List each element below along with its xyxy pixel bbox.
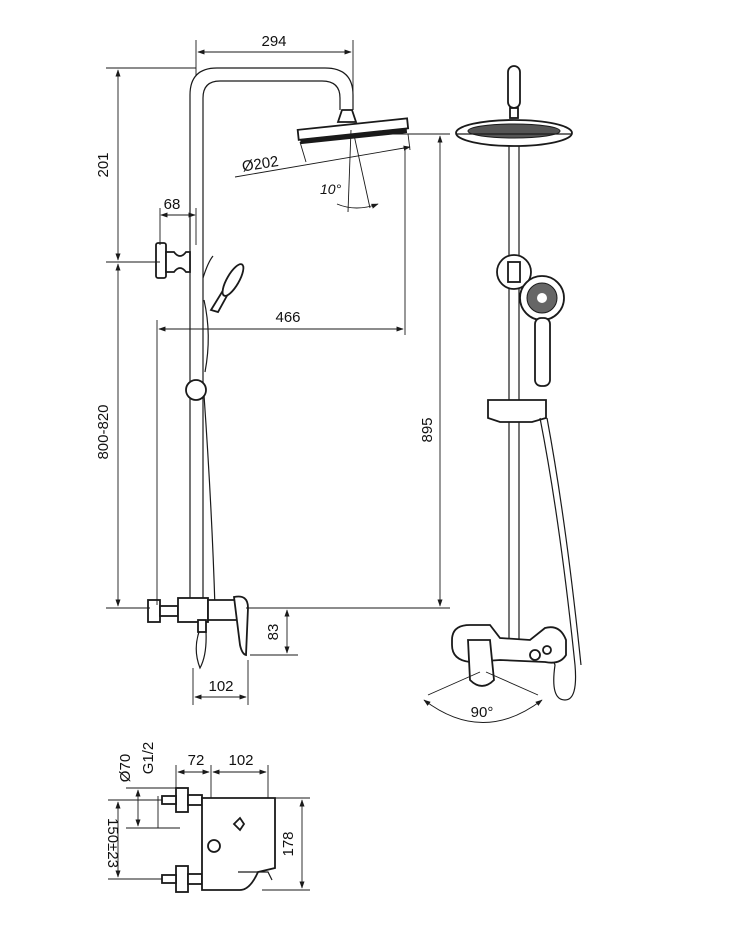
- dim-label-102: 102: [208, 678, 233, 695]
- side-hand-shower: [202, 255, 245, 373]
- dim-reach: 466: [156, 150, 406, 605]
- dim-label-178: 178: [280, 831, 297, 856]
- dim-mount-height: 800-820: [95, 263, 150, 609]
- dim-label-90deg: 90°: [471, 704, 494, 721]
- front-slider: [487, 399, 547, 423]
- front-mixer-valve: [451, 624, 567, 687]
- side-mixer-valve: [147, 595, 249, 670]
- dim-bracket-offset: 68: [159, 196, 197, 245]
- dim-body-height: 178: [262, 797, 310, 891]
- dim-label-70: Ø70: [117, 754, 134, 782]
- wall-bracket: [155, 242, 191, 279]
- install-detail-view: Ø70 G1/2 72 102 150±23 178: [104, 742, 310, 893]
- dim-label-10deg: 10°: [320, 181, 342, 197]
- upper-eccentric: [161, 787, 203, 813]
- dim-top-width: 294: [195, 33, 354, 98]
- detail-valve-body: [201, 797, 276, 891]
- dim-label-72: 72: [188, 752, 205, 769]
- dim-height-top: 201: [95, 67, 196, 263]
- dim-centers: 150±23: [104, 799, 162, 880]
- dim-label-294: 294: [261, 33, 286, 50]
- lower-eccentric: [161, 865, 203, 893]
- side-riser-pipe: [189, 67, 354, 605]
- front-top-cap: [507, 65, 521, 109]
- dim-label-102b: 102: [228, 752, 253, 769]
- dim-valve-drop: 83: [250, 609, 298, 656]
- dim-thread: G1/2: [140, 742, 159, 828]
- dim-valve-depth: 102: [192, 660, 249, 705]
- dim-head-diameter: Ø202: [234, 133, 411, 178]
- dim-escutcheon: Ø70: [117, 754, 180, 829]
- slider-knob: [185, 379, 207, 401]
- dim-body-depth: 102: [212, 752, 269, 798]
- dim-label-68: 68: [164, 196, 181, 213]
- dim-label-201: 201: [95, 152, 112, 177]
- dim-label-895: 895: [419, 417, 436, 442]
- dim-total-height: 895: [246, 133, 450, 609]
- dim-label-202: Ø202: [241, 153, 280, 176]
- front-shower-head: [455, 119, 573, 147]
- dim-eccentric-depth: 72: [175, 752, 212, 798]
- head-connector: [336, 109, 358, 123]
- dim-label-800-820: 800-820: [95, 404, 112, 459]
- dim-label-150: 150±23: [104, 818, 121, 868]
- dim-swivel-angle: 90°: [423, 671, 543, 723]
- dim-label-466: 466: [275, 309, 300, 326]
- front-view: 90°: [423, 65, 582, 723]
- dim-label-g12: G1/2: [140, 742, 157, 775]
- front-hand-shower: [519, 275, 565, 387]
- side-shower-head: [296, 117, 410, 145]
- side-view: 294 Ø202 10° 201 68 46: [95, 33, 450, 705]
- dim-label-83: 83: [265, 624, 282, 641]
